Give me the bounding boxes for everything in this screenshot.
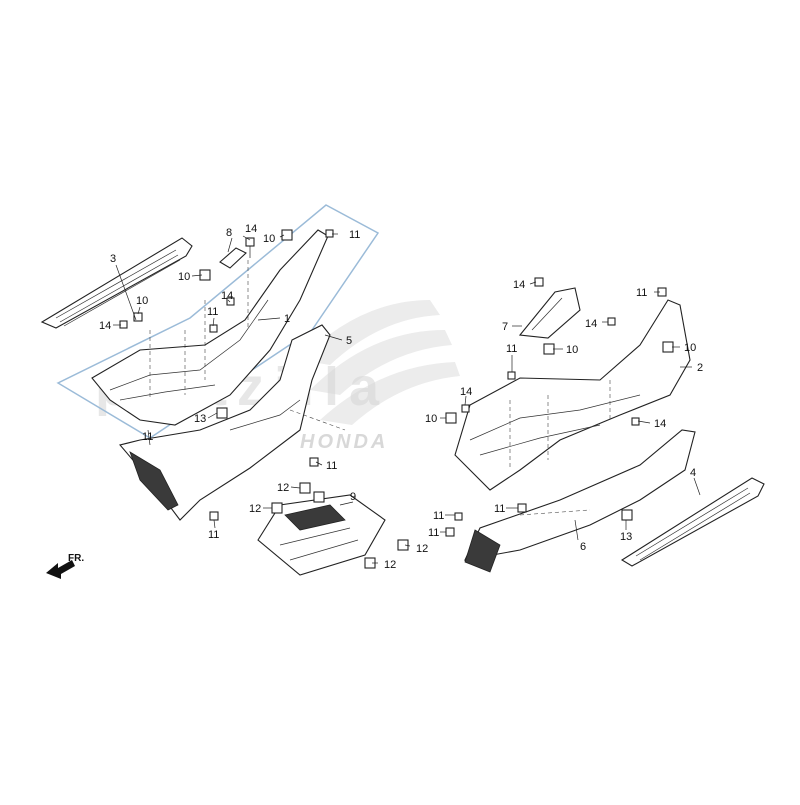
callout-13: 13 [194,413,206,425]
callout-10: 10 [136,295,148,307]
clip-icon[interactable] [517,503,527,513]
callout-11: 11 [494,503,505,515]
callout-11: 11 [433,510,444,522]
callout-11: 11 [207,306,218,318]
callout-14: 14 [460,386,472,398]
callout-12: 12 [277,482,289,494]
callout-10: 10 [263,233,275,245]
callout-12: 12 [249,503,261,515]
callout-5: 5 [346,335,352,347]
callout-12: 12 [384,559,396,571]
callout-11: 11 [506,343,517,355]
clip-icon[interactable] [209,511,219,521]
direction-label: FR. [68,553,84,564]
clip-icon[interactable] [325,229,334,238]
callout-11: 11 [349,229,360,241]
callout-14: 14 [245,223,257,235]
bolt-icon[interactable] [662,341,674,353]
part-9-center-plate[interactable] [257,494,386,576]
callout-13: 13 [620,531,632,543]
screw-icon[interactable] [534,277,544,287]
screw-icon[interactable] [461,404,470,413]
callout-14: 14 [99,320,111,332]
clip-icon[interactable] [445,527,455,537]
bolt-icon[interactable] [281,229,293,241]
callout-14: 14 [221,290,233,302]
callout-10: 10 [684,342,696,354]
clip-icon[interactable] [507,371,516,380]
callout-10: 10 [566,344,578,356]
callout-11: 11 [142,431,153,443]
callout-14: 14 [513,279,525,291]
clip-icon[interactable] [309,457,319,467]
callout-11: 11 [208,529,219,541]
bolt-icon[interactable] [313,491,325,503]
part-6-under-cover-right[interactable] [464,429,696,573]
callout-8: 8 [226,227,232,239]
screw-icon[interactable] [245,237,255,258]
callout-10: 10 [425,413,437,425]
front-direction-arrow: FR. [46,553,84,579]
callout-11: 11 [428,527,439,539]
callout-4: 4 [690,467,696,479]
callout-11: 11 [326,460,337,472]
part-5-under-cover-left[interactable] [119,324,346,521]
callout-1: 1 [284,313,290,325]
screw-icon[interactable] [631,417,640,426]
callout-6: 6 [580,541,586,553]
part-1-floor-cover-left[interactable] [91,229,329,426]
callout-12: 12 [416,543,428,555]
callout-9: 9 [350,491,356,503]
part-4-floor-strip-right[interactable] [620,477,765,567]
part-3-floor-strip-left[interactable] [40,237,193,329]
screw-icon[interactable] [607,317,616,326]
screw-icon[interactable] [119,320,128,329]
clip-icon[interactable] [454,512,463,521]
watermark-brand: HONDA [300,431,388,453]
callout-10: 10 [178,271,190,283]
bolt-icon[interactable] [445,412,457,424]
screw-icon[interactable] [226,297,235,306]
callout-14: 14 [654,418,666,430]
part-8-pad[interactable] [219,247,247,269]
callout-2: 2 [697,362,703,374]
bolt-icon[interactable] [216,407,228,419]
hardware-fasteners [119,229,674,569]
bolt-icon[interactable] [543,343,555,355]
callout-3: 3 [110,253,116,265]
bolt-icon[interactable] [271,502,283,514]
bolt-icon[interactable] [397,539,409,551]
bolt-icon[interactable] [621,509,633,521]
callout-7: 7 [502,321,508,333]
part-2-floor-cover-right[interactable] [454,299,691,491]
callout-14: 14 [585,318,597,330]
honda-wing-watermark [300,300,460,425]
leader-lines [113,233,701,564]
part-7-small-cover[interactable] [518,287,581,339]
callout-labels: 3 8 14 10 11 10 14 11 10 14 1 5 13 11 11… [99,223,703,571]
bolt-icon[interactable] [299,482,311,494]
clip-icon[interactable] [209,324,218,333]
callout-11: 11 [636,287,647,299]
